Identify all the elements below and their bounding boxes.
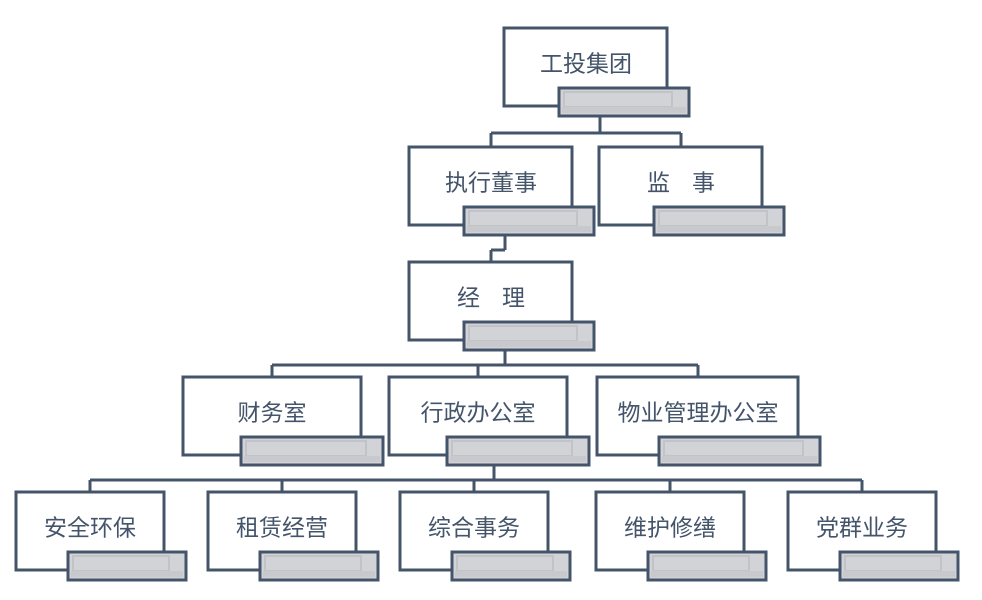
node-handle-bar-highlight	[264, 555, 362, 572]
node-handle-bar-shade	[662, 456, 817, 462]
node-handle-bar-highlight	[844, 555, 942, 572]
connector-layer	[88, 116, 864, 492]
node-handle-bar-highlight	[652, 555, 750, 572]
node-handle-bar-shade	[263, 571, 375, 577]
org-node[interactable]: 物业管理办公室	[595, 375, 822, 467]
node-handle-bar-shade	[657, 226, 781, 232]
org-node[interactable]: 经理	[407, 260, 596, 352]
org-node[interactable]: 综合事务	[398, 490, 572, 582]
node-label: 执行董事	[445, 171, 537, 197]
node-handle-bar-highlight	[456, 555, 554, 572]
node-label: 安全环保	[44, 516, 136, 542]
node-handle-bar-highlight	[468, 325, 578, 342]
org-node[interactable]: 维护修缮	[594, 490, 768, 582]
org-node[interactable]: 执行董事	[407, 145, 596, 237]
node-handle-bar-shade	[843, 571, 955, 577]
node-handle-bar-shade	[651, 571, 763, 577]
org-node[interactable]: 财务室	[181, 375, 385, 467]
node-label: 行政办公室	[421, 401, 536, 427]
node-handle-bar-highlight	[72, 555, 170, 572]
node-handle-bar-highlight	[245, 440, 367, 457]
node-handle-bar-shade	[562, 107, 686, 113]
node-label: 维护修缮	[624, 516, 716, 542]
node-handle-bar-shade	[467, 226, 591, 232]
node-handle-bar-shade	[455, 571, 567, 577]
org-node[interactable]: 工投集团	[502, 26, 691, 118]
node-label: 综合事务	[428, 516, 520, 542]
org-node[interactable]: 租赁经营	[206, 490, 380, 582]
node-label: 物业管理办公室	[618, 401, 779, 427]
node-handle-bar-shade	[467, 341, 591, 347]
node-handle-bar-highlight	[468, 210, 578, 227]
node-label: 监事	[647, 171, 737, 197]
node-handle-bar-shade	[244, 456, 380, 462]
node-handle-bar-highlight	[658, 210, 768, 227]
node-label: 经理	[457, 286, 547, 312]
node-handle-bar-highlight	[563, 91, 673, 108]
node-handle-bar-shade	[450, 456, 586, 462]
node-handle-bar-highlight	[663, 440, 804, 457]
node-handle-bar-highlight	[451, 440, 573, 457]
org-node[interactable]: 监事	[597, 145, 786, 237]
node-label: 工投集团	[540, 52, 632, 78]
org-node[interactable]: 安全环保	[14, 490, 188, 582]
node-label: 党群业务	[816, 516, 908, 542]
org-node[interactable]: 党群业务	[786, 490, 960, 582]
node-label: 财务室	[238, 401, 307, 427]
node-label: 租赁经营	[236, 516, 328, 542]
node-handle-bar-shade	[71, 571, 183, 577]
org-node[interactable]: 行政办公室	[387, 375, 591, 467]
